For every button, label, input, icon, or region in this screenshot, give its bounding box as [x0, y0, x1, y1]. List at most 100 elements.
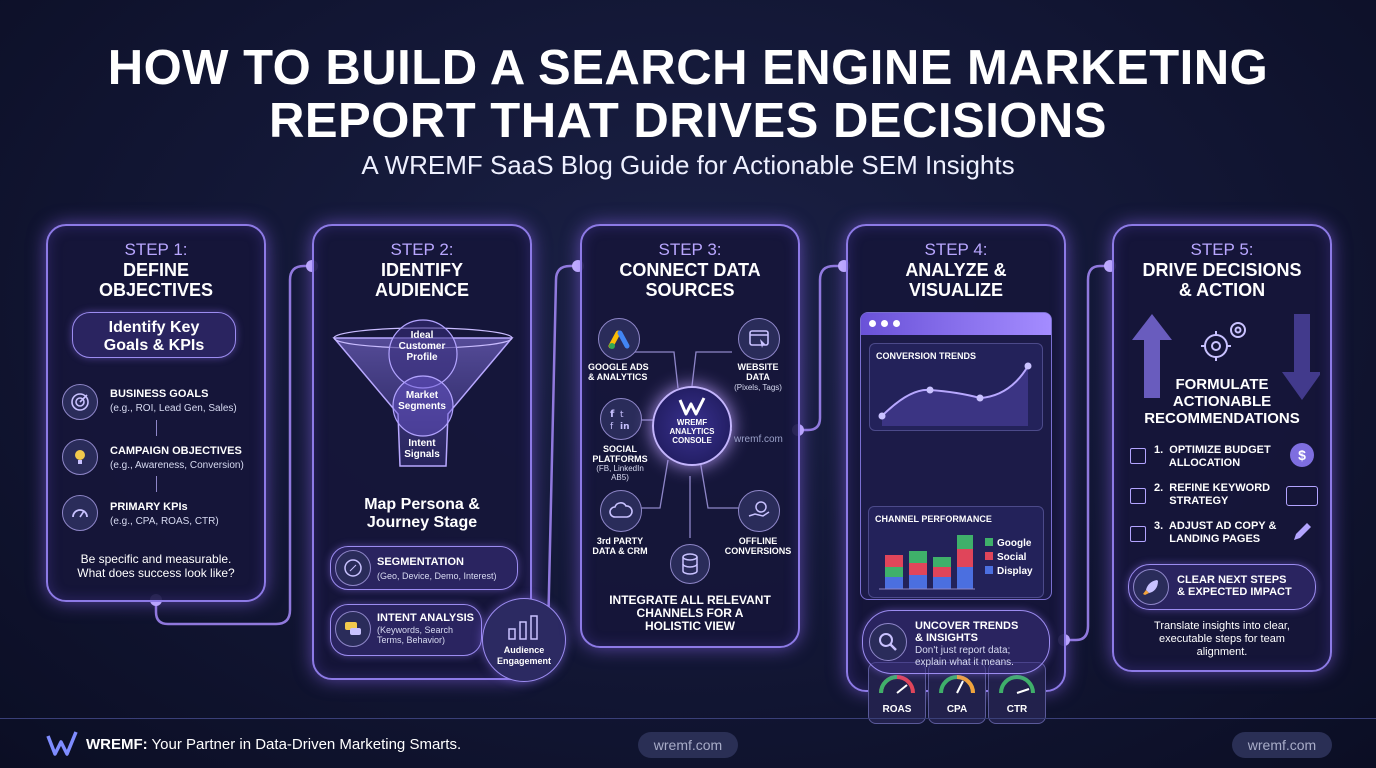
- intent-analysis-title: INTENT ANALYSIS: [377, 612, 474, 624]
- cloud-icon: [600, 490, 642, 532]
- database-icon: [670, 544, 710, 584]
- funnel-market-segments: Market Segments: [398, 390, 446, 412]
- intent-analysis-desc: (Keywords, Search Terms, Behavior): [377, 625, 454, 645]
- audience-engagement-label: Audience Engagement: [496, 645, 551, 666]
- analytics-console-label: WREMF ANALYTICS CONSOLE: [669, 418, 715, 445]
- recommendation-1: 1. OPTIMIZE BUDGET ALLOCATION: [1154, 444, 1271, 469]
- window-dot: [893, 320, 900, 327]
- window-dot: [869, 320, 876, 327]
- google-ads-icon: [598, 318, 640, 360]
- ctr-label: CTR: [1006, 704, 1028, 715]
- channel-performance-panel: CHANNEL PERFORMANCE Google Social Displa…: [868, 506, 1044, 598]
- conversion-trend-line: [878, 362, 1032, 426]
- pencil-icon: [1294, 523, 1311, 540]
- footer-link-center[interactable]: wremf.com: [638, 732, 738, 758]
- step-2-card: STEP 2: IDENTIFY AUDIENCE Ideal Customer…: [312, 224, 566, 682]
- map-persona-title: Map Persona & Journey Stage: [364, 496, 480, 531]
- footer-tagline-text: Your Partner in Data-Driven Marketing Sm…: [147, 736, 462, 753]
- funnel-intent-signals: Intent Signals: [404, 438, 440, 460]
- page-subtitle: A WREMF SaaS Blog Guide for Actionable S…: [361, 150, 1015, 180]
- step-3-card: STEP 3: CONNECT DATA SOURCES GOOGLE ADS …: [580, 224, 800, 648]
- business-goals-desc: (e.g., ROI, Lead Gen, Sales): [110, 403, 237, 414]
- website-data-label: WEBSITE DATA: [737, 362, 779, 382]
- keyboard-icon: [1286, 486, 1318, 506]
- integrate-channels-text: INTEGRATE ALL RELEVANT CHANNELS FOR A HO…: [609, 593, 771, 633]
- step-3-title: CONNECT DATA SOURCES: [619, 260, 761, 300]
- primary-kpis-title: PRIMARY KPIs: [110, 501, 188, 513]
- segmentation-desc: (Geo, Device, Demo, Interest): [377, 571, 497, 581]
- step-5-title: DRIVE DECISIONS & ACTION: [1142, 260, 1302, 300]
- clear-next-steps-pill: CLEAR NEXT STEPS & EXPECTED IMPACT: [1128, 564, 1316, 610]
- svg-text:f: f: [610, 409, 615, 420]
- compass-icon: [335, 550, 371, 586]
- cpa-label: CPA: [946, 704, 968, 715]
- legend-social: Social: [997, 552, 1027, 563]
- window-dot: [881, 320, 888, 327]
- flow-arrow: [156, 476, 157, 492]
- channel-performance-title: CHANNEL PERFORMANCE: [875, 514, 992, 524]
- footer-brand: WREMF:: [86, 736, 148, 753]
- uncover-trends-pill: UNCOVER TRENDS & INSIGHTS Don't just rep…: [862, 610, 1050, 674]
- step-1-note: Be specific and measurable. What does su…: [77, 552, 235, 580]
- social-platforms-desc: (FB, LinkedIn AB5): [596, 464, 644, 482]
- flow-arrow: [156, 420, 157, 436]
- clear-next-steps-text: CLEAR NEXT STEPS & EXPECTED IMPACT: [1177, 574, 1292, 598]
- roas-label: ROAS: [882, 704, 912, 715]
- page-title-line2: REPORT THAT DRIVES DECISIONS: [268, 94, 1107, 148]
- arrow-down-icon: [1282, 314, 1320, 400]
- step-1-label: STEP 1:: [124, 240, 188, 259]
- wremf-logo-icon: [46, 731, 78, 756]
- decision-arrows-graphic: [1132, 314, 1320, 400]
- uncover-trends-desc: Don't just report data; explain what it …: [915, 645, 1014, 668]
- bar-chart-icon: [508, 615, 538, 640]
- recommendation-3: 3. ADJUST AD COPY & LANDING PAGES: [1154, 520, 1277, 545]
- footer-link-right[interactable]: wremf.com: [1232, 732, 1332, 758]
- step-3-label: STEP 3:: [658, 240, 722, 259]
- legend-swatch-social: [985, 552, 993, 560]
- step-5-label: STEP 5:: [1190, 240, 1254, 259]
- offline-conversions-icon: [738, 490, 780, 532]
- svg-text:in: in: [620, 422, 630, 432]
- website-icon: [738, 318, 780, 360]
- audience-engagement-badge: Audience Engagement: [482, 598, 566, 682]
- checkbox-icon: [1130, 526, 1146, 542]
- target-icon: [62, 384, 98, 420]
- checkbox-icon: [1130, 448, 1146, 464]
- conversion-trends-title: CONVERSION TRENDS: [876, 351, 977, 361]
- segmentation-title: SEGMENTATION: [377, 556, 464, 568]
- step-1-card: STEP 1: DEFINE OBJECTIVES Identify Key G…: [46, 224, 266, 602]
- bar-group: [885, 555, 903, 589]
- footer-tagline: WREMF: Your Partner in Data-Driven Marke…: [86, 736, 461, 753]
- channel-stacked-bars: [879, 535, 975, 590]
- step-4-card: STEP 4: ANALYZE & VISUALIZE CONVERSION T…: [846, 224, 1066, 724]
- legend-google: Google: [997, 538, 1032, 549]
- audience-funnel: [332, 319, 514, 467]
- svg-text:t: t: [620, 410, 624, 420]
- campaign-objectives-title: CAMPAIGN OBJECTIVES: [110, 445, 242, 457]
- step-1-goals-pill: Identify Key Goals & KPIs: [72, 312, 236, 358]
- segmentation-pill: SEGMENTATION (Geo, Device, Demo, Interes…: [330, 546, 518, 590]
- svg-text:f: f: [610, 422, 614, 432]
- primary-kpis-desc: (e.g., CPA, ROAS, CTR): [110, 516, 219, 527]
- dashboard-titlebar: [861, 313, 1051, 335]
- uncover-trends-title: UNCOVER TRENDS & INSIGHTS: [915, 620, 1019, 644]
- legend-display: Display: [997, 566, 1033, 577]
- chat-bubbles-icon: [335, 611, 371, 647]
- legend-swatch-display: [985, 566, 993, 574]
- intent-analysis-pill: INTENT ANALYSIS (Keywords, Search Terms,…: [330, 604, 482, 656]
- footer-divider: [0, 718, 1376, 719]
- hub-link[interactable]: wremf.com: [734, 434, 783, 445]
- google-ads-label: GOOGLE ADS & ANALYTICS: [588, 362, 649, 382]
- offline-conversions-label: OFFLINE CONVERSIONS: [724, 536, 792, 556]
- campaign-objectives-desc: (e.g., Awareness, Conversion): [110, 460, 244, 471]
- checkbox-icon: [1130, 488, 1146, 504]
- website-data-desc: (Pixels, Tags): [734, 383, 782, 392]
- funnel-ideal-customer: Ideal Customer Profile: [398, 330, 446, 363]
- step-2-title: IDENTIFY AUDIENCE: [374, 260, 469, 300]
- legend-swatch-google: [985, 538, 993, 546]
- gears-icon: [1201, 322, 1246, 361]
- rocket-icon: [1133, 569, 1169, 605]
- formulate-recommendations-title: FORMULATE ACTIONABLE RECOMMENDATIONS: [1144, 376, 1300, 427]
- speedometer-icon: [62, 495, 98, 531]
